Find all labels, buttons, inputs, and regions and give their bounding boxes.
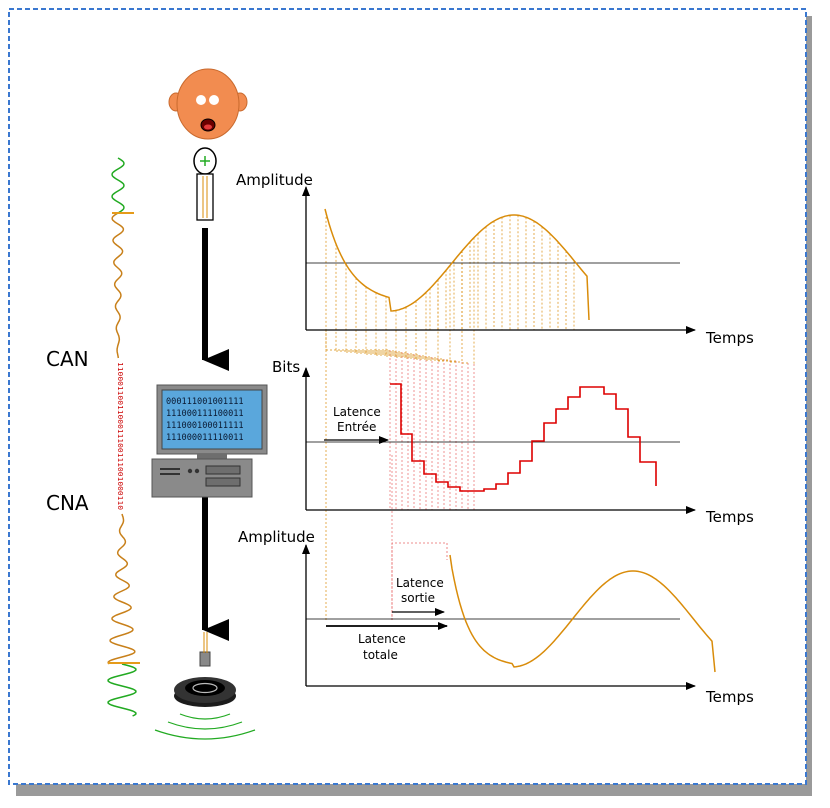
computer-screen-text: 000111001001111 111000111100011 11100010…: [166, 397, 244, 443]
latence-totale-line2: totale: [363, 648, 398, 662]
analog-input-wave-tail: [111, 213, 125, 359]
digital-staircase: [390, 383, 657, 492]
amplitude-bottom-label: Amplitude: [238, 528, 315, 546]
analog-output-wave-tail: [107, 663, 137, 717]
screen-line: 111000111100011: [166, 409, 244, 419]
bits-graph: [302, 367, 696, 514]
input-signal-curve: [324, 208, 590, 321]
latence-sortie-line1: Latence: [396, 576, 444, 590]
output-latency-guides: [391, 542, 448, 620]
latence-entree-line2: Entrée: [337, 420, 376, 434]
temps-top-label: Temps: [705, 329, 754, 347]
speaker-icon: [174, 632, 236, 707]
sound-waves-icon: [154, 713, 256, 740]
latence-totale-line1: Latence: [358, 632, 406, 646]
output-signal-curve: [449, 554, 716, 673]
temps-mid-label: Temps: [705, 508, 754, 526]
head-icon: [168, 68, 248, 140]
screen-line: 111000011110011: [166, 433, 244, 443]
temps-bottom-label: Temps: [705, 688, 754, 706]
analog-output-wave: [107, 513, 136, 665]
input-amplitude-graph: [302, 186, 696, 334]
bits-label: Bits: [272, 358, 300, 376]
latence-sortie-line2: sortie: [401, 591, 435, 605]
bitstream: 1100011001100011100111001000110: [116, 362, 125, 510]
amplitude-top-label: Amplitude: [236, 171, 313, 189]
signal-strip: 1100011001100011100111001000110: [107, 157, 140, 717]
sampling-guides: [325, 212, 575, 620]
latence-entree-line1: Latence: [333, 405, 381, 419]
screen-line: 111000100011111: [166, 421, 244, 431]
computer-icon: [151, 384, 268, 498]
can-label: CAN: [46, 347, 89, 371]
cna-label: CNA: [46, 491, 89, 515]
frame: [8, 8, 807, 785]
microphone-icon: [193, 147, 217, 221]
output-amplitude-graph: [302, 544, 716, 690]
analog-input-wave: [111, 157, 125, 215]
screen-line: 000111001001111: [166, 397, 244, 407]
